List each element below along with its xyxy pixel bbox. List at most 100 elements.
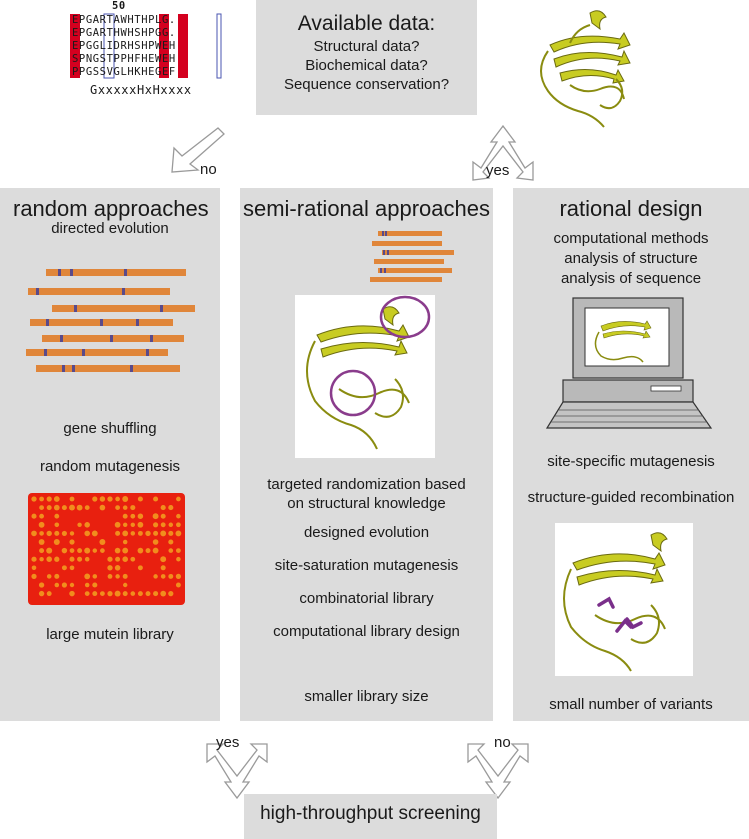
available-data-item: Biochemical data? <box>305 57 428 74</box>
colony-dot <box>176 513 181 519</box>
colony-dot <box>137 521 144 528</box>
colony-dot <box>92 548 98 553</box>
colony-dot <box>31 573 37 580</box>
branch-label-no-bottom: no <box>494 734 511 751</box>
colony-dot <box>39 513 44 519</box>
alignment-row: EPGARTHWHSHPGG. <box>72 27 176 39</box>
alignment-row: EPGARTAWHTHPLG. <box>72 14 176 26</box>
rational-design-panel: rational design computational methods an… <box>513 188 749 721</box>
colony-dot <box>91 530 98 537</box>
semi-rational-method: site-saturation mutagenesis <box>274 557 459 574</box>
colony-dot <box>77 556 83 562</box>
colony-dot <box>122 505 128 510</box>
colony-dot <box>153 522 159 528</box>
colony-plate-image <box>28 493 185 605</box>
colony-dot <box>137 591 143 597</box>
targeted-gene-bars <box>370 231 454 282</box>
gene-library-bars <box>26 269 195 372</box>
colony-dot <box>153 591 159 597</box>
colony-dot <box>61 505 67 511</box>
colony-dot <box>69 548 75 553</box>
colony-dot <box>137 565 143 571</box>
alignment-row: PPGSSVGLHKHEGEF <box>72 66 176 78</box>
colony-dot <box>39 548 45 554</box>
colony-dot <box>153 496 159 502</box>
colony-dot <box>160 505 166 511</box>
colony-dot <box>115 574 120 579</box>
colony-dot <box>122 530 129 537</box>
colony-dot <box>107 565 113 571</box>
colony-dot <box>168 530 174 536</box>
colony-dot <box>69 539 75 545</box>
colony-dot <box>130 505 136 511</box>
colony-dot <box>152 513 159 520</box>
computer-icon <box>545 297 713 429</box>
colony-dot <box>115 556 121 562</box>
colony-dot <box>153 530 159 536</box>
colony-dot <box>69 565 75 571</box>
screening-label: high-throughput screening <box>260 803 481 824</box>
colony-dot <box>38 539 45 545</box>
random-method: random mutagenesis <box>39 458 181 475</box>
colony-dot <box>175 573 182 580</box>
colony-dot <box>175 530 182 537</box>
branch-label-yes-top: yes <box>486 162 510 179</box>
protein-structure-image <box>540 10 631 128</box>
colony-dot <box>54 522 60 528</box>
rational-method: structure-guided recombination <box>527 489 735 506</box>
semi-rational-method: computational library design <box>273 623 460 640</box>
semi-rational-method: designed evolution <box>303 524 430 541</box>
available-data-box: Available data: Structural data? Biochem… <box>256 0 477 115</box>
colony-dot <box>92 591 98 597</box>
colony-dot <box>176 522 181 528</box>
colony-dot <box>160 565 166 571</box>
colony-dot <box>69 582 75 588</box>
colony-dot <box>145 548 151 554</box>
colony-dot <box>114 565 121 571</box>
semi-rational-footer: smaller library size <box>304 688 429 705</box>
colony-dot <box>76 504 83 511</box>
rational-subtitle: analysis of structure <box>564 250 698 267</box>
colony-dot <box>54 556 60 562</box>
alignment-position-label: 50 <box>112 0 126 12</box>
available-data-item: Sequence conservation? <box>283 76 450 93</box>
arrow-no-bottom <box>467 743 529 800</box>
arrow-no-top <box>171 127 225 173</box>
rational-subtitle: computational methods <box>553 230 709 247</box>
colony-dot <box>168 539 174 545</box>
colony-dot <box>39 505 44 510</box>
colony-dot <box>31 530 37 537</box>
colony-dot <box>152 547 159 554</box>
colony-dot <box>122 496 129 502</box>
colony-dot <box>84 582 90 588</box>
colony-dot <box>69 504 75 511</box>
colony-dot <box>53 539 60 545</box>
colony-dot <box>39 531 44 536</box>
protein-structure-mutations <box>555 523 693 676</box>
colony-dot <box>176 496 181 502</box>
colony-dot <box>46 505 52 511</box>
colony-dot <box>38 521 45 528</box>
colony-dot <box>100 548 105 553</box>
colony-dot <box>69 590 75 597</box>
sequence-alignment: 50 EPGARTAWHTHPLG. EPGARTHWHSHPGG. EPGGL… <box>60 0 222 100</box>
colony-dot <box>46 547 53 554</box>
branch-label-no-top: no <box>200 161 217 178</box>
colony-dot <box>84 556 90 562</box>
random-subtitle: directed evolution <box>51 220 169 237</box>
colony-dot <box>130 531 136 536</box>
colony-dot <box>54 582 60 588</box>
colony-dot <box>160 513 166 519</box>
colony-dot <box>107 590 113 597</box>
semi-rational-method: combinatorial library <box>299 590 434 607</box>
semi-rational-title: semi-rational approaches <box>242 196 491 221</box>
colony-dot <box>31 565 37 571</box>
branch-label-yes-bottom: yes <box>216 734 240 751</box>
colony-dot <box>99 539 106 545</box>
colony-dot <box>122 539 128 545</box>
colony-dot <box>38 590 45 597</box>
colony-dot <box>160 530 167 537</box>
colony-dot <box>53 504 60 511</box>
colony-dot <box>122 582 128 588</box>
random-title: random approaches <box>13 196 209 221</box>
